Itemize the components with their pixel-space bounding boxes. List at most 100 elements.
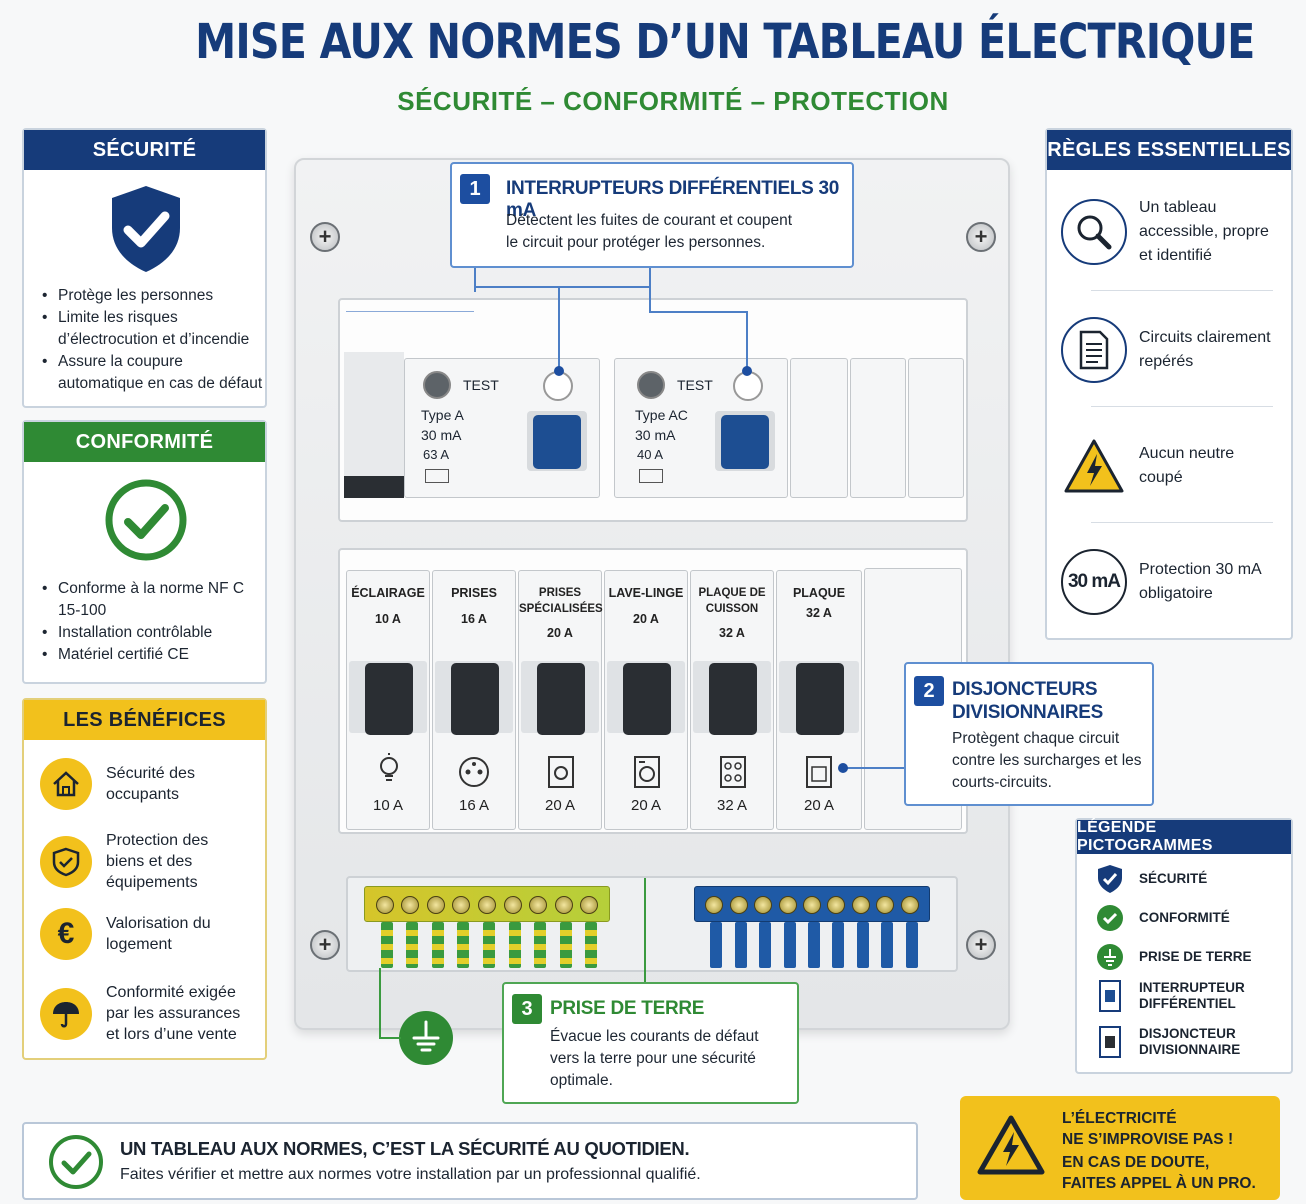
breaker-amp: 20 A bbox=[544, 797, 576, 814]
wire bbox=[483, 922, 495, 968]
regles-card: RÈGLES ESSENTIELLES Un tableau accessibl… bbox=[1045, 128, 1293, 640]
wire bbox=[881, 922, 894, 968]
screw-icon: + bbox=[966, 930, 996, 960]
breaker-top-amp: 16 A bbox=[461, 612, 487, 626]
breaker-label: PLAQUE bbox=[792, 586, 846, 600]
wire bbox=[406, 922, 419, 968]
warning-line: FAITES APPEL À UN PRO. bbox=[1062, 1175, 1256, 1192]
conformite-card: CONFORMITÉ Conforme à la norme NF C 15-1… bbox=[22, 420, 267, 684]
callout-text: Protègent chaque circuit contre les surc… bbox=[952, 730, 1142, 791]
benefit-item: Sécurité des occupants bbox=[40, 758, 257, 810]
rcd-type: Type AC bbox=[635, 407, 688, 423]
ground-icon bbox=[398, 1010, 454, 1071]
warning-line: NE S’IMPROVISE PAS ! bbox=[1062, 1131, 1234, 1148]
breaker-module: LAVE-LINGE 20 A 20 A bbox=[604, 570, 688, 830]
breaker-toggle[interactable] bbox=[796, 663, 844, 735]
legend-text: CONFORMITÉ bbox=[1139, 910, 1230, 925]
callout-number: 1 bbox=[460, 174, 490, 204]
legend-text: SÉCURITÉ bbox=[1139, 871, 1208, 886]
warning-icon bbox=[1061, 433, 1127, 499]
breaker-top-amp: 20 A bbox=[547, 626, 573, 640]
conformite-bullet: Conforme à la norme NF C 15-100 bbox=[42, 578, 264, 622]
terminal-screw-icon bbox=[401, 896, 420, 914]
blank-module bbox=[790, 358, 848, 498]
rcd-toggle[interactable] bbox=[533, 415, 581, 469]
oven-icon bbox=[805, 755, 833, 794]
test-button[interactable] bbox=[637, 371, 665, 399]
terminal-screw-icon bbox=[478, 896, 496, 914]
rule-item: 30 mA Protection 30 mA obligatoire bbox=[1061, 532, 1281, 632]
legende-title: LÉGENDE PICTOGRAMMES bbox=[1077, 819, 1291, 854]
benefit-item: Protection des biens et des équipements bbox=[40, 830, 257, 893]
securite-bullet: Limite les risques d’électrocution et d’… bbox=[42, 307, 264, 351]
terminal-screw-icon bbox=[778, 896, 797, 914]
terminal-screw-icon bbox=[580, 896, 599, 914]
wire bbox=[559, 922, 572, 968]
warning-banner: L’ÉLECTRICITÉ NE S’IMPROVISE PAS ! EN CA… bbox=[960, 1096, 1280, 1200]
washer-icon bbox=[633, 755, 661, 794]
terminal-screw-icon bbox=[754, 896, 773, 914]
rcd-sensitivity: 30 mA bbox=[635, 427, 676, 443]
terminal-screw-icon bbox=[803, 896, 821, 914]
wire bbox=[457, 922, 470, 968]
breaker-amp: 10 A bbox=[372, 797, 404, 814]
appliance-icon bbox=[547, 755, 575, 794]
callout-text: Évacue les courants de défaut vers la te… bbox=[550, 1028, 759, 1089]
conformite-bullet: Installation contrôlable bbox=[42, 622, 264, 644]
wire bbox=[808, 922, 820, 968]
breaker-toggle[interactable] bbox=[537, 663, 585, 735]
rcd-toggle[interactable] bbox=[721, 415, 769, 469]
callout-title: PRISE DE TERRE bbox=[550, 998, 705, 1019]
rule-item: Un tableau accessible, propre et identif… bbox=[1061, 182, 1281, 282]
rule-item: Aucun neutre coupé bbox=[1061, 416, 1281, 516]
wire bbox=[710, 922, 723, 968]
rcd-module: TEST Type A 30 mA 63 A bbox=[404, 358, 600, 498]
blank-module bbox=[850, 358, 906, 498]
footer-banner: UN TABLEAU AUX NORMES, C’EST LA SÉCURITÉ… bbox=[22, 1122, 918, 1200]
breaker-toggle[interactable] bbox=[623, 663, 671, 735]
wire bbox=[759, 922, 772, 968]
legend-item: DISJONCTEUR DIVISIONNAIRE bbox=[1095, 1026, 1283, 1058]
wire bbox=[856, 922, 869, 968]
breaker-top-amp: 20 A bbox=[633, 612, 659, 626]
securite-title: SÉCURITÉ bbox=[24, 130, 265, 170]
rcd-amp: 63 A bbox=[423, 447, 450, 462]
terminal-screw-icon bbox=[426, 896, 445, 914]
callout-disjoncteurs: 2 DISJONCTEURS DIVISIONNAIRES Protègent … bbox=[904, 662, 1154, 806]
document-icon bbox=[1061, 317, 1127, 383]
callout-differentiels: 1 INTERRUPTEURS DIFFÉRENTIELS 30 mA Déte… bbox=[450, 162, 854, 268]
breaker-amp: 16 A bbox=[458, 797, 490, 814]
wire bbox=[534, 922, 547, 968]
check-circle-icon bbox=[104, 478, 188, 567]
test-button[interactable] bbox=[423, 371, 451, 399]
breaker-amp: 32 A bbox=[716, 797, 748, 814]
callout-number: 3 bbox=[512, 994, 542, 1024]
legende-card: LÉGENDE PICTOGRAMMES SÉCURITÉ CONFORMITÉ… bbox=[1075, 818, 1293, 1074]
rule-text: Aucun neutre coupé bbox=[1139, 445, 1235, 486]
bulb-icon bbox=[375, 753, 403, 792]
breaker-toggle[interactable] bbox=[451, 663, 499, 735]
breaker-toggle[interactable] bbox=[365, 663, 413, 735]
breaker-module: PRISES SPÉCIALISÉES 20 A 20 A bbox=[518, 570, 603, 830]
wire bbox=[585, 922, 598, 968]
terminal-screw-icon bbox=[452, 896, 471, 914]
rule-text: Un tableau accessible, propre et identif… bbox=[1139, 199, 1269, 264]
terminal-screw-icon bbox=[900, 896, 919, 914]
socket-icon bbox=[457, 755, 491, 794]
benefices-title: LES BÉNÉFICES bbox=[24, 700, 265, 740]
callout-text: Détectent les fuites de courant et coupe… bbox=[506, 212, 793, 251]
regles-title: RÈGLES ESSENTIELLES bbox=[1047, 130, 1291, 170]
terminal-screw-icon bbox=[529, 896, 548, 914]
legend-item: CONFORMITÉ bbox=[1095, 903, 1283, 933]
wire bbox=[431, 922, 444, 968]
test-label: TEST bbox=[463, 377, 499, 393]
breaker-toggle[interactable] bbox=[709, 663, 757, 735]
legend-item: PRISE DE TERRE bbox=[1095, 942, 1283, 972]
umbrella-icon bbox=[40, 987, 92, 1040]
cooktop-icon bbox=[719, 755, 747, 794]
check-circle-icon bbox=[48, 1134, 104, 1195]
house-icon bbox=[40, 758, 92, 810]
warning-line: L’ÉLECTRICITÉ bbox=[1062, 1110, 1177, 1127]
legend-text: PRISE DE TERRE bbox=[1139, 949, 1252, 964]
breaker-label: ÉCLAIRAGE bbox=[351, 586, 425, 600]
